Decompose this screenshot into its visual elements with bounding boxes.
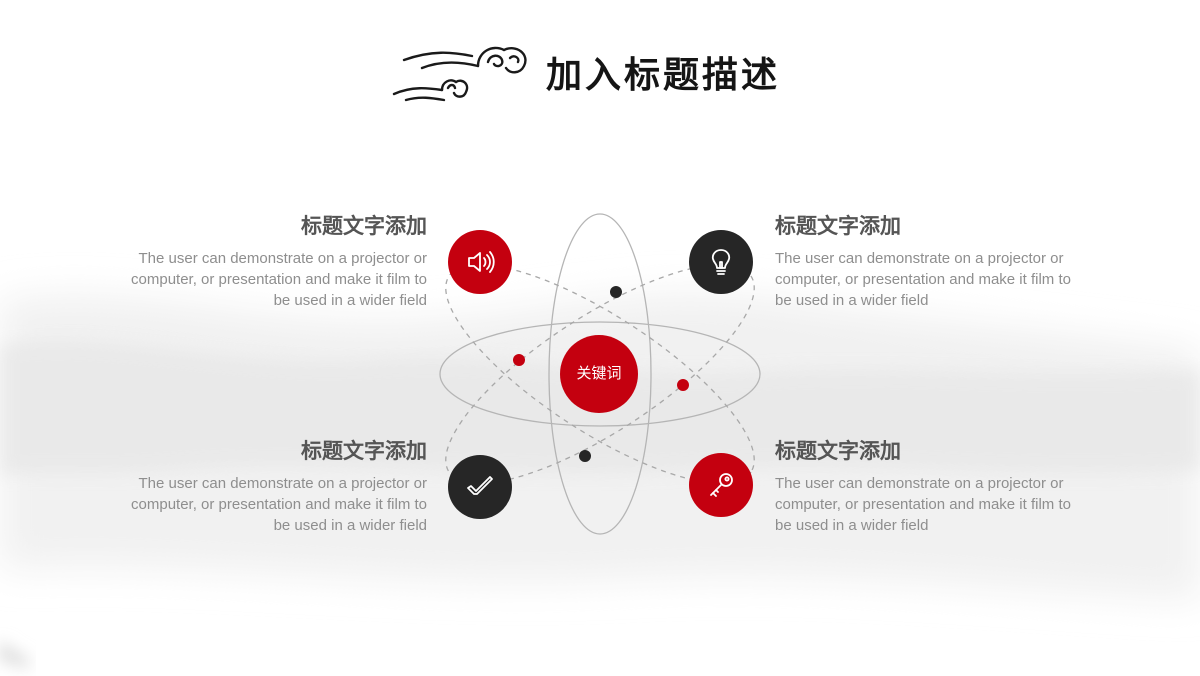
item-bottom-right: 标题文字添加 The user can demonstrate on a pro… [775, 437, 1075, 536]
vertical-orbit [548, 213, 652, 535]
key-icon [710, 473, 733, 497]
checkmark-icon [467, 476, 493, 495]
item-title: 标题文字添加 [301, 214, 427, 238]
item-top-left: 标题文字添加 The user can demonstrate on a pro… [127, 212, 427, 311]
item-bottom-left: 标题文字添加 The user can demonstrate on a pro… [127, 437, 427, 536]
item-body: The user can demonstrate on a projector … [131, 475, 427, 534]
item-body: The user can demonstrate on a projector … [775, 475, 1071, 534]
item-top-right: 标题文字添加 The user can demonstrate on a pro… [775, 212, 1075, 311]
title-area: 加入标题描述 [0, 38, 1200, 118]
item-body: The user can demonstrate on a projector … [775, 250, 1071, 309]
item-title: 标题文字添加 [301, 439, 427, 463]
electron-dot [579, 450, 591, 462]
slide-title: 加入标题描述 [546, 54, 781, 96]
item-title: 标题文字添加 [775, 439, 901, 463]
horizontal-orbit [439, 321, 761, 427]
item-title: 标题文字添加 [775, 214, 901, 238]
item-body: The user can demonstrate on a projector … [131, 250, 427, 309]
speaker-badge [448, 230, 512, 294]
key-badge [689, 453, 753, 517]
electron-dot [677, 379, 689, 391]
center-keyword: 关键词 [576, 364, 622, 382]
center-keyword-circle [560, 335, 638, 413]
speaker-icon [468, 251, 495, 273]
diagonal-orbit-b [445, 263, 755, 485]
checkmark-badge [448, 455, 512, 519]
electron-dot [610, 286, 622, 298]
lightbulb-badge [689, 230, 753, 294]
lightbulb-icon [711, 249, 731, 275]
electron-dot [513, 354, 525, 366]
auspicious-cloud-icon [392, 46, 527, 102]
diagonal-orbit-a [445, 263, 755, 485]
